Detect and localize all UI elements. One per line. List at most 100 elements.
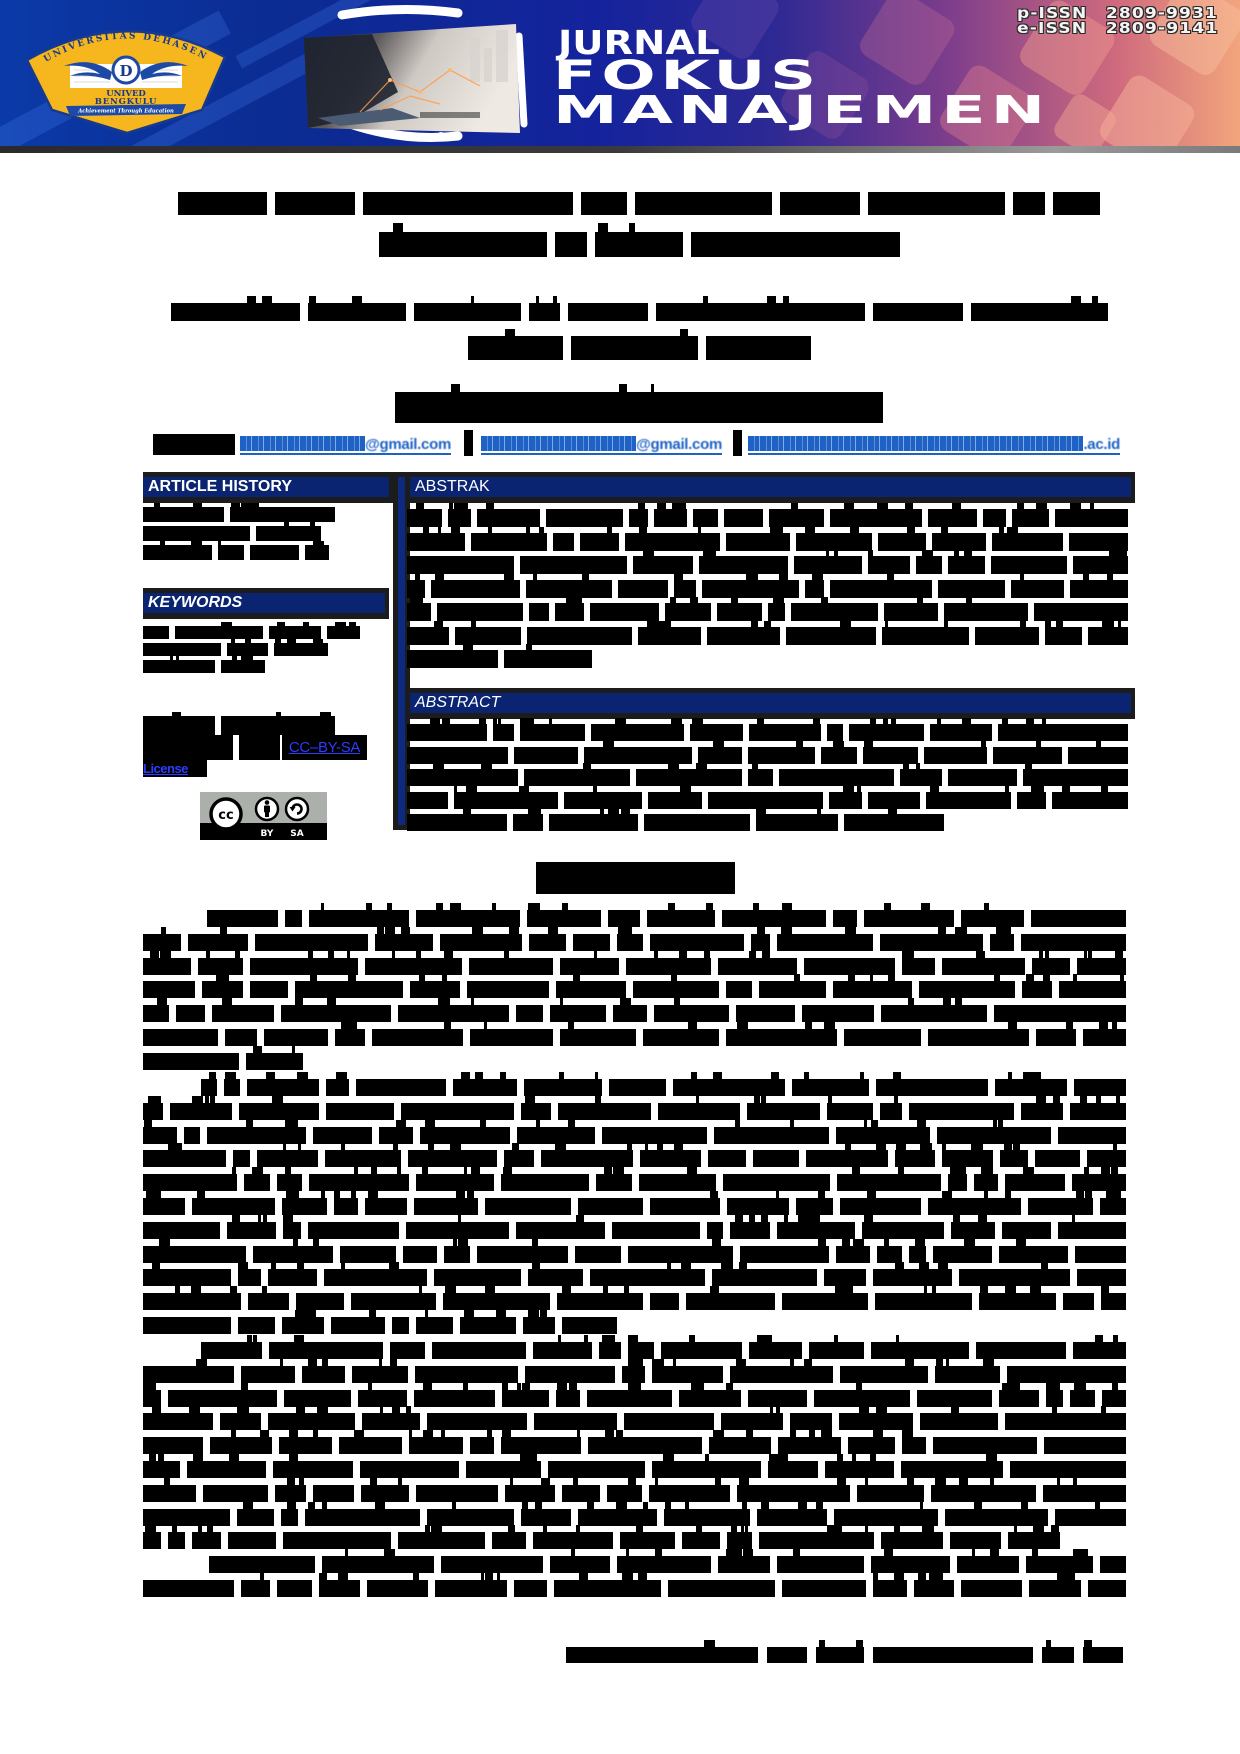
issn-label: p-ISSN bbox=[1017, 4, 1088, 22]
redacted-ascender bbox=[308, 951, 313, 958]
redacted-word bbox=[979, 1293, 1056, 1310]
redacted-ascender bbox=[397, 1167, 401, 1174]
redacted-word bbox=[407, 556, 514, 574]
redacted-ascender bbox=[809, 1215, 820, 1222]
redacted-word bbox=[367, 1580, 428, 1597]
redacted-ascender bbox=[368, 1191, 378, 1198]
redacted-ascender bbox=[680, 329, 688, 336]
redacted-ascender bbox=[1021, 1502, 1028, 1509]
redacted-ascender bbox=[884, 1549, 893, 1556]
redacted-word bbox=[331, 1317, 385, 1334]
redacted-word bbox=[816, 1647, 864, 1663]
redacted-word bbox=[143, 1532, 161, 1549]
redacted-ascender bbox=[673, 1359, 676, 1366]
redacted-word bbox=[1072, 1174, 1126, 1191]
redacted-ascender bbox=[826, 550, 829, 556]
redacted-ascender bbox=[541, 1478, 550, 1485]
redacted-ascender bbox=[645, 1143, 648, 1150]
redacted-ascender bbox=[193, 1454, 203, 1461]
redacted-ascender bbox=[445, 1286, 456, 1293]
redacted-ascender bbox=[487, 1430, 492, 1437]
redacted-ascender bbox=[712, 1239, 721, 1246]
license-link[interactable]: License bbox=[143, 760, 207, 777]
redacted-ascender bbox=[442, 974, 447, 981]
redacted-ascender bbox=[1004, 927, 1011, 934]
redacted-word bbox=[639, 1174, 716, 1191]
redacted-ascender bbox=[757, 1335, 762, 1342]
redacted-ascender bbox=[670, 597, 676, 603]
redacted-word bbox=[308, 1222, 399, 1239]
redacted-ascender bbox=[1112, 1022, 1117, 1029]
cc-by-sa-badge[interactable]: cc BY SA bbox=[200, 792, 327, 840]
redacted-word bbox=[609, 1079, 666, 1096]
redacted-ascender bbox=[576, 1215, 584, 1222]
redacted-word bbox=[708, 1150, 746, 1167]
redacted-ascender bbox=[339, 1072, 347, 1079]
redacted-ascender bbox=[955, 1167, 965, 1174]
author-email-link-2[interactable]: @gmail.com bbox=[481, 432, 722, 455]
redacted-word bbox=[444, 1246, 470, 1263]
redacted-ascender bbox=[1035, 786, 1038, 792]
redacted-ascender bbox=[633, 1383, 641, 1390]
redacted-ascender bbox=[1036, 1096, 1046, 1103]
author-email-link-1[interactable]: @gmail.com bbox=[240, 432, 451, 455]
redacted-ascender bbox=[946, 1359, 949, 1366]
redacted-word bbox=[440, 934, 522, 951]
redacted-word bbox=[873, 1647, 1033, 1663]
redacted-ascender bbox=[626, 1549, 629, 1556]
redacted-word bbox=[756, 814, 838, 831]
redacted-ascender bbox=[1096, 1096, 1101, 1103]
redacted-ascender bbox=[543, 1525, 547, 1532]
redacted-ascender bbox=[1076, 1191, 1084, 1198]
license-link-cc-by-sa[interactable]: CC–BY-SA bbox=[282, 735, 367, 760]
redacted-ascender bbox=[842, 1239, 850, 1246]
redacted-ascender bbox=[172, 712, 181, 716]
redacted-ascender bbox=[295, 998, 303, 1005]
redacted-ascender bbox=[246, 1120, 253, 1127]
redacted-ascender bbox=[504, 951, 509, 958]
license-text-line-2 bbox=[143, 735, 282, 760]
redacted-ascender bbox=[158, 1454, 164, 1461]
redacted-word bbox=[753, 1150, 799, 1167]
redacted-ascender bbox=[1107, 574, 1113, 580]
redacted-word bbox=[873, 303, 963, 321]
redacted-word bbox=[871, 1342, 969, 1359]
redacted-ascender bbox=[1045, 621, 1051, 627]
redacted-word bbox=[277, 1580, 312, 1597]
redacted-word bbox=[575, 1246, 621, 1263]
redacted-ascender bbox=[309, 296, 316, 303]
banner-artwork: UNIVERSITAS DEHASEN D UNIVED BENGKULU bbox=[0, 0, 1240, 153]
redacted-ascender bbox=[860, 1072, 864, 1079]
redacted-word bbox=[926, 792, 1011, 809]
redacted-word bbox=[504, 650, 592, 668]
redacted-word bbox=[460, 1317, 516, 1334]
redacted-ascender bbox=[703, 763, 707, 769]
redacted-ascender bbox=[520, 1454, 524, 1461]
author-email-link-3[interactable]: .ac.id bbox=[748, 432, 1120, 455]
redacted-word bbox=[961, 910, 1024, 927]
redacted-word bbox=[917, 1390, 992, 1407]
redacted-ascender bbox=[309, 1310, 316, 1317]
redacted-ascender bbox=[313, 1239, 319, 1246]
redacted-ascender bbox=[926, 1143, 932, 1150]
author-names-line-2 bbox=[140, 329, 1138, 360]
redacted-ascender bbox=[1020, 621, 1026, 627]
redacted-word bbox=[599, 1342, 621, 1359]
redacted-ascender bbox=[277, 622, 285, 626]
redacted-ascender bbox=[837, 1478, 846, 1485]
redacted-ascender bbox=[844, 503, 854, 509]
redacted-ascender bbox=[884, 903, 891, 910]
redacted-word bbox=[414, 1198, 478, 1215]
redacted-word bbox=[748, 769, 773, 786]
redacted-ascender bbox=[1073, 974, 1077, 981]
redacted-ascender bbox=[938, 927, 946, 934]
redacted-word bbox=[221, 716, 335, 735]
redacted-ascender bbox=[856, 1640, 863, 1647]
redacted-ascender bbox=[253, 1335, 257, 1342]
redacted-ascender bbox=[864, 1215, 873, 1222]
redacted-word bbox=[372, 1029, 463, 1046]
email-domain: @gmail.com bbox=[636, 436, 722, 453]
redacted-word bbox=[848, 1437, 895, 1454]
redacted-ascender bbox=[674, 998, 680, 1005]
redacted-ascender bbox=[573, 1478, 578, 1485]
